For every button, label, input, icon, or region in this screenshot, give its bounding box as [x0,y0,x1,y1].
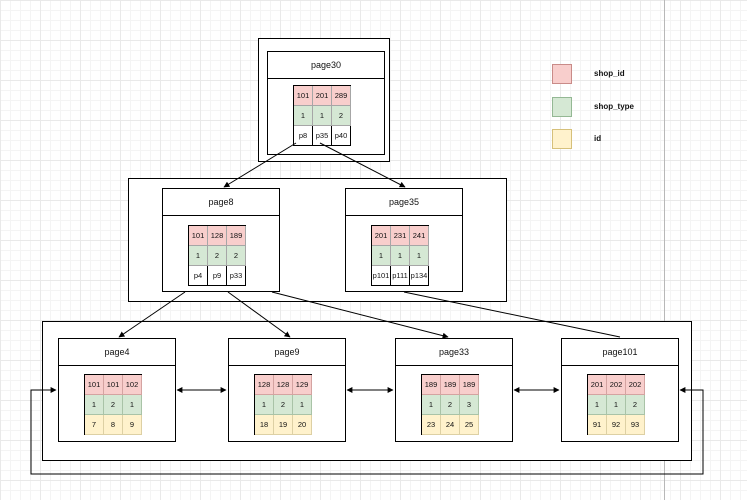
page-title: page30 [268,52,384,79]
id-cell: 93 [626,415,645,435]
pointer-arrow-p35 [319,142,406,188]
id-cell: 23 [422,415,441,435]
leaf-row-grid: 128 128 129 1 2 1 18 19 20 [254,374,312,435]
shop-id-cell: 101 [189,226,208,246]
internal-page-8[interactable]: page8 101 128 189 1 2 2 p4 p9 p33 [162,188,280,292]
pointer-cell: p9 [208,266,227,286]
pointer-cell: p8 [294,126,313,146]
shop-id-legend-swatch [552,64,572,84]
pointer-cell: p134 [410,266,429,286]
pointer-arrow-p33 [271,291,449,339]
id-cell: 7 [85,415,104,435]
shop-type-cell: 1 [588,395,607,415]
pointer-cell: p111 [391,266,410,286]
shop-type-cell: 1 [422,395,441,415]
page-title: page35 [346,189,462,216]
shop-id-cell: 231 [391,226,410,246]
shop-type-cell: 1 [255,395,274,415]
pointer-cell: p101 [372,266,391,286]
pointer-arrow-p8 [223,142,297,188]
shop-id-cell: 241 [410,226,429,246]
pointer-arrow-p9 [227,291,291,338]
shop-type-cell: 2 [274,395,293,415]
shop-type-cell: 1 [410,246,429,266]
shop-id-cell: 101 [294,86,313,106]
shop-type-cell: 1 [391,246,410,266]
leaf-row-grid: 201 202 202 1 1 2 91 92 93 [587,374,645,435]
shop-type-cell: 1 [294,106,313,126]
id-cell: 91 [588,415,607,435]
shop-id-cell: 189 [227,226,246,246]
pointer-arrow-p4 [118,291,186,338]
shop-type-cell: 2 [626,395,645,415]
id-cell: 92 [607,415,626,435]
shop-type-cell: 1 [607,395,626,415]
page-title: page4 [59,339,175,366]
shop-type-legend-label: shop_type [594,102,635,111]
page-title: page101 [562,339,678,366]
internal-key-grid: 201 231 241 1 1 1 p101 p111 p134 [371,225,429,286]
shop-type-cell: 3 [460,395,479,415]
shop-id-cell: 201 [372,226,391,246]
shop-type-cell: 1 [189,246,208,266]
shop-type-legend-swatch [552,97,572,117]
page-title: page8 [163,189,279,216]
shop-type-cell: 2 [332,106,351,126]
shop-type-cell: 1 [313,106,332,126]
canvas-edge-line [664,0,665,500]
leaf-page-101[interactable]: page101 201 202 202 1 1 2 91 92 93 [561,338,679,442]
shop-type-cell: 2 [441,395,460,415]
pointer-cell: p33 [227,266,246,286]
id-cell: 25 [460,415,479,435]
root-key-grid: 101 201 289 1 1 2 p8 p35 p40 [293,85,351,146]
id-cell: 8 [104,415,123,435]
root-page[interactable]: page30 101 201 289 1 1 2 p8 p35 p40 [267,51,385,155]
page-title: page33 [396,339,512,366]
pointer-cell: p4 [189,266,208,286]
id-cell: 9 [123,415,142,435]
shop-id-cell: 128 [208,226,227,246]
shop-type-cell: 1 [85,395,104,415]
id-cell: 19 [274,415,293,435]
shop-type-cell: 2 [208,246,227,266]
pointer-cell: p40 [332,126,351,146]
shop-type-cell: 2 [104,395,123,415]
shop-id-cell: 289 [332,86,351,106]
shop-type-cell: 1 [293,395,312,415]
internal-key-grid: 101 128 189 1 2 2 p4 p9 p33 [188,225,246,286]
shop-id-cell: 201 [313,86,332,106]
id-cell: 20 [293,415,312,435]
id-legend-label: id [594,134,602,143]
shop-type-cell: 1 [123,395,142,415]
shop-id-legend-label: shop_id [594,69,625,78]
id-cell: 18 [255,415,274,435]
wraparound-link [30,387,704,475]
shop-type-cell: 2 [227,246,246,266]
id-legend-swatch [552,129,572,149]
pointer-cell: p35 [313,126,332,146]
id-cell: 24 [441,415,460,435]
pointer-line-p101 [403,291,621,338]
page-title: page9 [229,339,345,366]
internal-page-35[interactable]: page35 201 231 241 1 1 1 p101 p111 p134 [345,188,463,292]
shop-type-cell: 1 [372,246,391,266]
